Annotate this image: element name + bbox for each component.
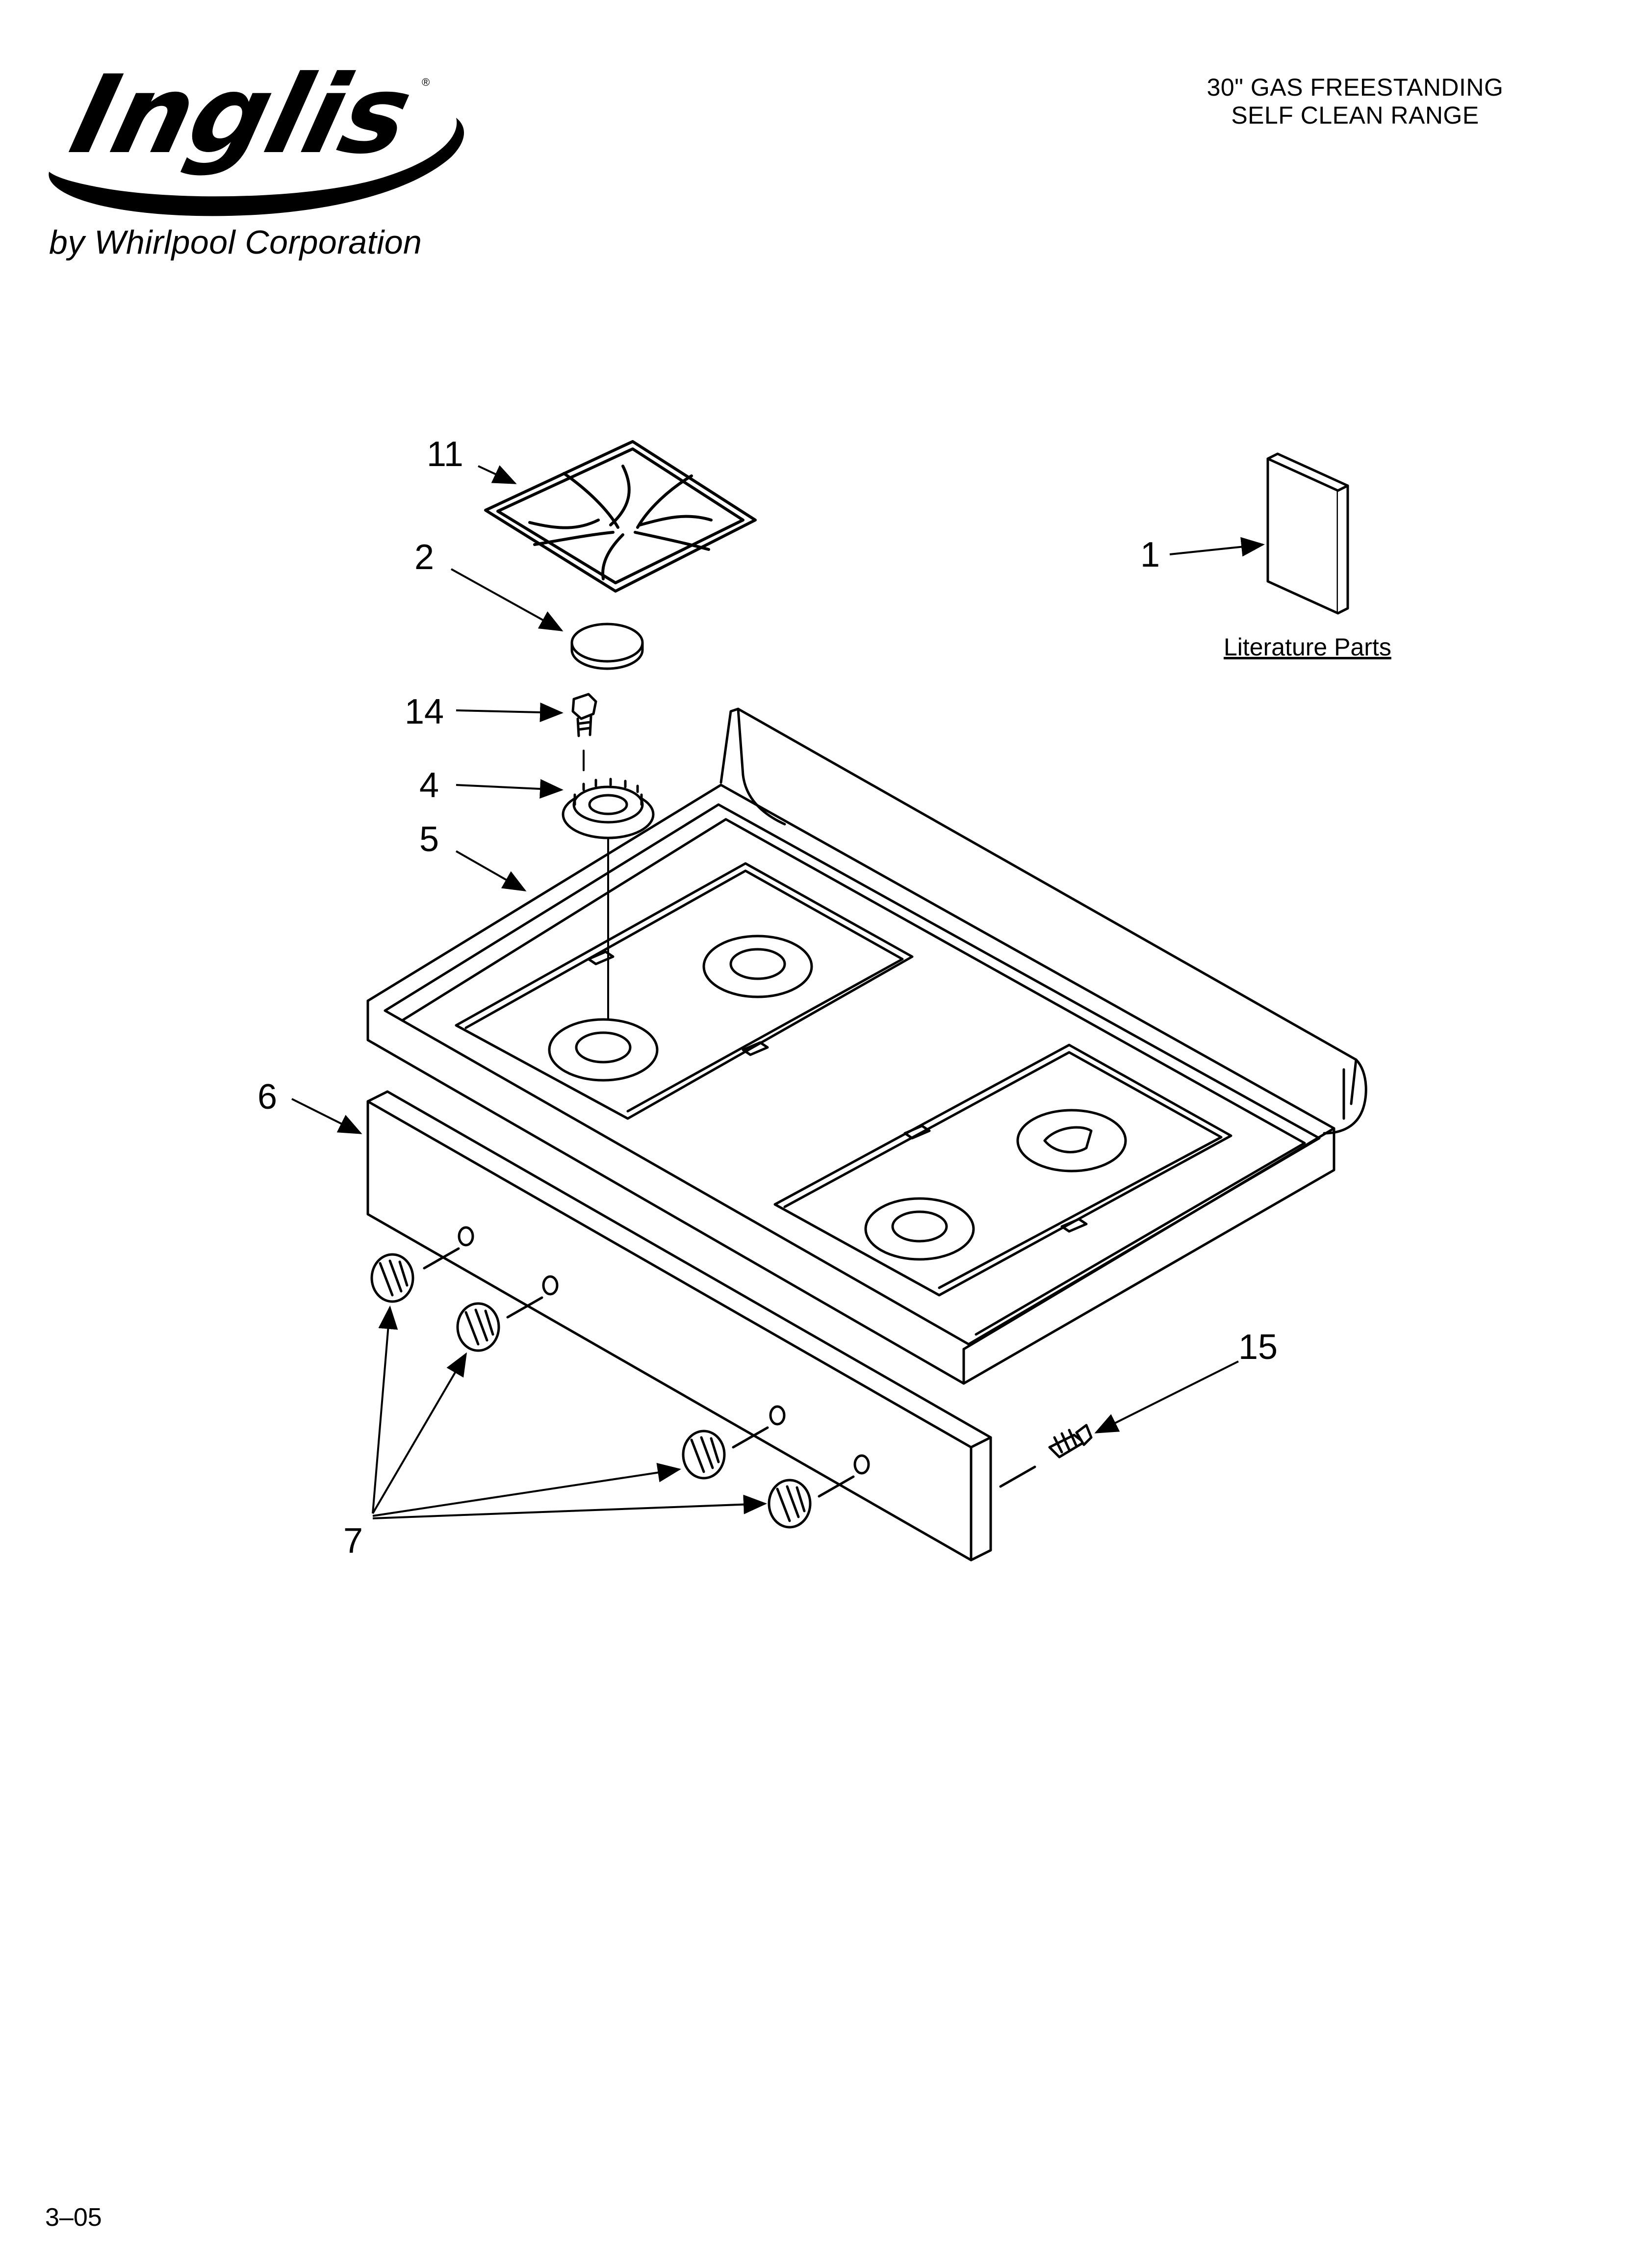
knob-1: [370, 1253, 414, 1303]
callout-5: 5: [419, 820, 439, 859]
leader-2: [451, 568, 564, 631]
literature-parts-label: Literature Parts: [1224, 633, 1391, 661]
knob-2: [456, 1302, 500, 1352]
leader-7d: [372, 1494, 767, 1519]
svg-text:Inglis: Inglis: [60, 52, 424, 178]
leader-1: [1169, 537, 1265, 557]
leader-7b: [372, 1352, 467, 1514]
document-title: 30" GAS FREESTANDING SELF CLEAN RANGE: [1134, 74, 1576, 130]
svg-text:®: ®: [422, 76, 430, 88]
callout-15: 15: [1238, 1328, 1278, 1367]
knob-3: [682, 1430, 726, 1480]
title-line-1: 30" GAS FREESTANDING: [1206, 74, 1504, 101]
leader-15: [1094, 1360, 1239, 1434]
byline-text: by Whirlpool Corporation: [49, 224, 422, 261]
knob-4: [768, 1479, 812, 1529]
leader-7c: [372, 1462, 681, 1517]
callout-7: 7: [343, 1521, 363, 1561]
title-line-2: SELF CLEAN RANGE: [1231, 102, 1479, 129]
burner-grate: [484, 440, 757, 593]
callout-14: 14: [405, 692, 444, 731]
callout-11: 11: [427, 435, 463, 474]
leader-14: [456, 702, 564, 722]
leader-4: [456, 779, 564, 799]
footer-code: 3–05: [45, 2203, 102, 2232]
inglis-logo: Inglis ®: [49, 52, 464, 216]
leader-6: [291, 1098, 362, 1134]
callout-1: 1: [1140, 535, 1160, 574]
leader-11: [478, 465, 517, 484]
callout-6: 6: [257, 1077, 278, 1117]
leader-5: [456, 850, 527, 891]
callout-2: 2: [414, 538, 435, 577]
control-panel: [366, 1090, 1036, 1562]
burner-base: [562, 778, 655, 1031]
cooktop: [366, 707, 1367, 1385]
burner-screw: [571, 693, 597, 771]
control-knobs: [370, 1253, 812, 1529]
leader-7a: [372, 1305, 398, 1514]
callout-4: 4: [419, 766, 439, 805]
trim-screw: [1048, 1424, 1093, 1459]
literature-booklet: [1266, 452, 1349, 615]
burner-cap: [570, 623, 644, 670]
